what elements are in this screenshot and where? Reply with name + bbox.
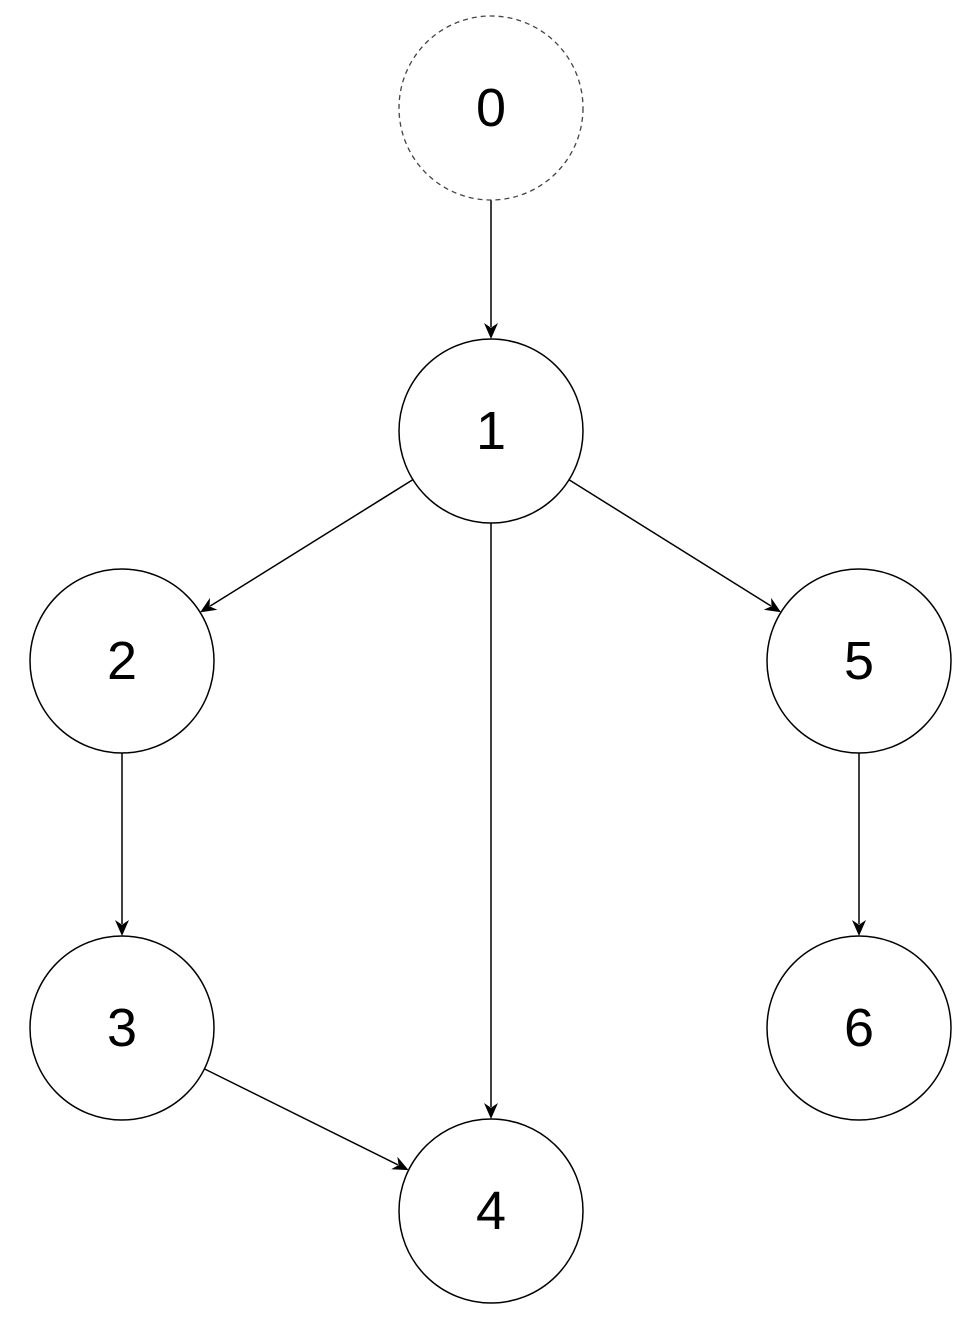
edges-layer: [115, 200, 866, 1171]
nodes-layer: 0 1 2 3 4 5 6: [29, 15, 952, 1304]
edge-1-to-5: [568, 479, 781, 613]
edge-2-to-3: [115, 753, 129, 936]
node-1[interactable]: 1: [398, 338, 584, 524]
node-6-circle: [766, 935, 952, 1121]
edge-2-to-3-arrowhead-icon: [115, 920, 129, 936]
edge-5-to-6-arrowhead-icon: [852, 920, 866, 936]
edge-0-to-1-arrowhead-icon: [484, 323, 498, 339]
node-6[interactable]: 6: [766, 935, 952, 1121]
edge-1-to-4: [484, 523, 498, 1119]
node-1-circle: [398, 338, 584, 524]
edge-1-to-2-line: [209, 479, 414, 607]
node-0[interactable]: 0: [398, 15, 584, 201]
edge-1-to-2: [200, 479, 414, 613]
node-2[interactable]: 2: [29, 568, 215, 754]
node-3-label: 3: [107, 998, 137, 1058]
node-2-label: 2: [107, 631, 137, 691]
node-0-circle: [398, 15, 584, 201]
node-5-label: 5: [844, 631, 874, 691]
node-4-circle: [398, 1118, 584, 1304]
node-4[interactable]: 4: [398, 1118, 584, 1304]
node-0-label: 0: [476, 78, 506, 138]
node-3[interactable]: 3: [29, 935, 215, 1121]
node-2-circle: [29, 568, 215, 754]
edge-0-to-1: [484, 200, 498, 339]
node-6-label: 6: [844, 998, 874, 1058]
edge-1-to-5-arrowhead-icon: [763, 597, 781, 613]
edge-1-to-2-arrowhead-icon: [200, 597, 218, 613]
edge-1-to-5-line: [568, 479, 772, 607]
edge-3-to-4-arrowhead-icon: [391, 1156, 409, 1171]
node-4-label: 4: [476, 1181, 506, 1241]
edge-3-to-4: [204, 1068, 409, 1171]
node-1-label: 1: [476, 401, 506, 461]
node-3-circle: [29, 935, 215, 1121]
edge-1-to-4-arrowhead-icon: [484, 1103, 498, 1119]
edge-5-to-6: [852, 753, 866, 936]
node-5[interactable]: 5: [766, 568, 952, 754]
node-5-circle: [766, 568, 952, 754]
edge-3-to-4-line: [204, 1068, 399, 1166]
